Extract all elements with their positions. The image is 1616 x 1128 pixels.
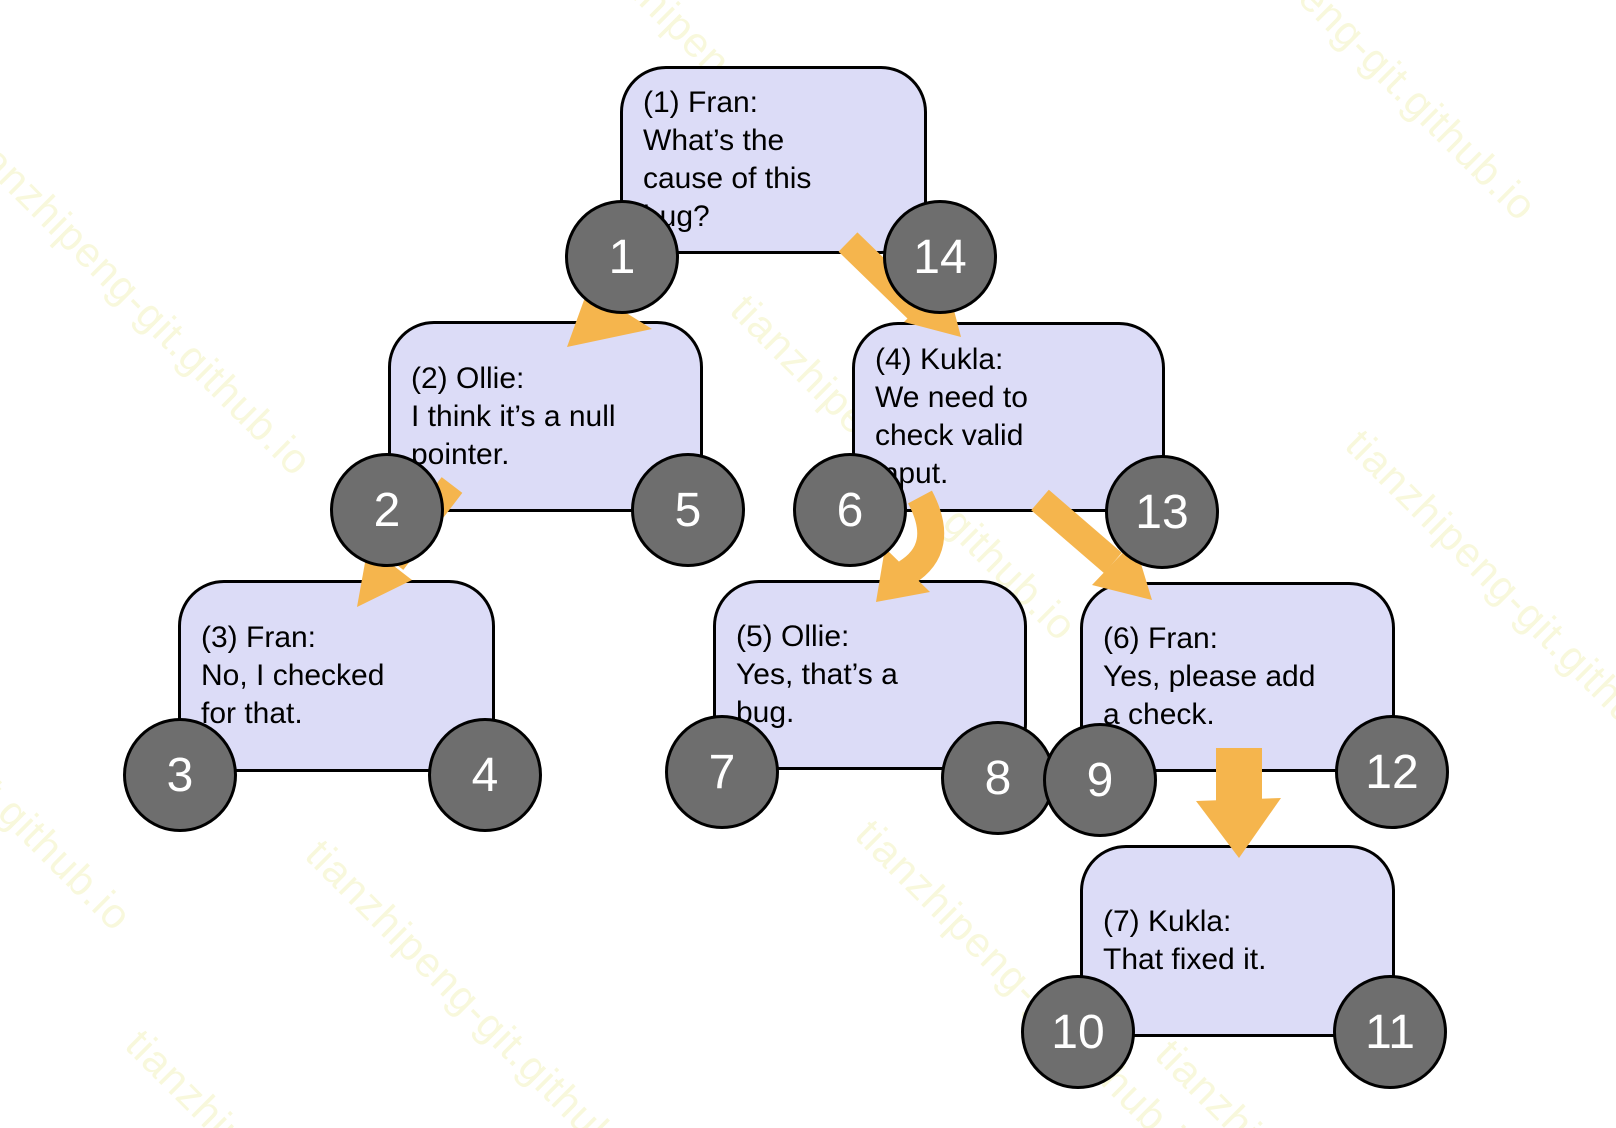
visit-number: 10	[1051, 1005, 1105, 1059]
watermark-text: tianzhipeng-git.github.io	[296, 830, 662, 1128]
message-line: (4) Kukla:	[875, 343, 1004, 376]
message-line: That fixed it.	[1103, 943, 1267, 976]
visit-number: 12	[1365, 745, 1419, 799]
watermark-text: tianzhipeng-git.github.io	[1181, 0, 1547, 230]
visit-number: 5	[674, 483, 702, 537]
message-line: bug?	[643, 200, 710, 233]
visit-number: 6	[836, 483, 864, 537]
message-line: Yes, please add	[1103, 660, 1316, 693]
visit-circle-1: 1	[565, 200, 679, 314]
message-line: (5) Ollie:	[736, 620, 850, 653]
visit-circle-6: 6	[793, 453, 907, 567]
visit-number: 4	[471, 748, 499, 802]
visit-circle-4: 4	[428, 718, 542, 832]
visit-number: 14	[913, 230, 967, 284]
message-line: (7) Kukla:	[1103, 905, 1232, 938]
visit-circle-8: 8	[941, 721, 1055, 835]
visit-number: 7	[708, 745, 736, 799]
visit-circle-9: 9	[1043, 723, 1157, 837]
message-line: (6) Fran:	[1103, 622, 1219, 655]
message-line: cause of this	[643, 162, 812, 195]
visit-number: 9	[1086, 753, 1114, 807]
message-box-2: (2) Ollie: I think it’s a null pointer.	[388, 321, 703, 512]
message-line: Yes, that’s a	[736, 658, 898, 691]
message-line: check valid	[875, 419, 1024, 452]
visit-number: 11	[1365, 1005, 1415, 1059]
message-line: What’s the	[643, 124, 785, 157]
message-line: (3) Fran:	[201, 621, 317, 654]
message-line: (2) Ollie:	[411, 361, 525, 395]
visit-circle-13: 13	[1105, 455, 1219, 569]
watermark-text: tianzhipeng-git.github.io	[0, 120, 322, 485]
visit-circle-11: 11	[1333, 975, 1447, 1089]
visit-circle-12: 12	[1335, 715, 1449, 829]
watermark-text: tianzhipeng-git.github.io	[1146, 1030, 1512, 1128]
message-line: I think it’s a null	[411, 399, 616, 433]
visit-circle-2: 2	[330, 453, 444, 567]
visit-circle-10: 10	[1021, 975, 1135, 1089]
visit-circle-3: 3	[123, 718, 237, 832]
watermark-text: tianzhipeng-git.github.io	[0, 575, 142, 940]
visit-circle-5: 5	[631, 453, 745, 567]
visit-number: 8	[984, 751, 1012, 805]
visit-circle-14: 14	[883, 200, 997, 314]
message-box-3: (3) Fran: No, I checked for that.	[178, 580, 495, 772]
message-line: pointer.	[411, 437, 510, 471]
message-line: for that.	[201, 697, 303, 730]
message-box-6: (6) Fran: Yes, please add a check.	[1080, 582, 1395, 772]
visit-circle-7: 7	[665, 715, 779, 829]
message-line: No, I checked	[201, 659, 385, 692]
message-line: We need to	[875, 381, 1028, 414]
message-line: a check.	[1103, 698, 1215, 731]
watermark-text: tianzhipeng-git.github.io	[116, 1020, 482, 1128]
visit-number: 3	[166, 748, 194, 802]
message-line: (1) Fran:	[643, 86, 759, 119]
visit-number: 1	[608, 230, 636, 284]
visit-number: 13	[1135, 485, 1189, 539]
message-box-4: (4) Kukla: We need to check valid input.	[852, 322, 1165, 512]
visit-number: 2	[373, 483, 401, 537]
